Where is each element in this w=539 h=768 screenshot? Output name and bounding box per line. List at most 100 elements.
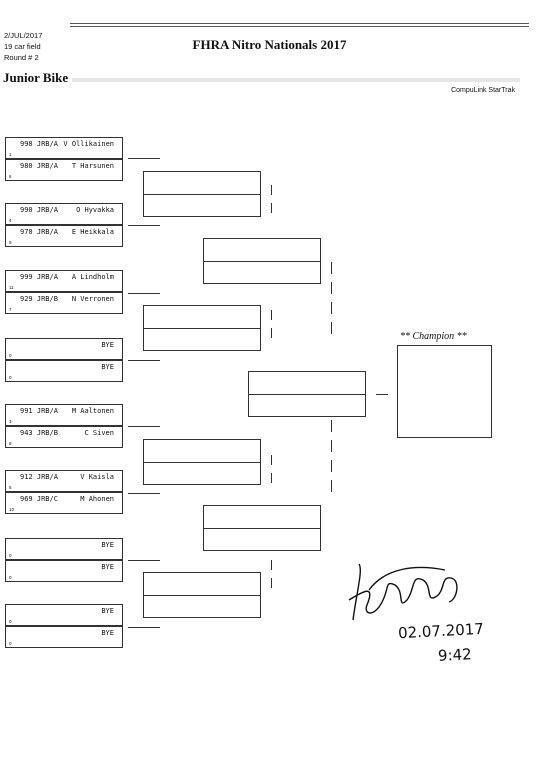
connector — [376, 394, 388, 395]
entry-driver-name: BYE — [101, 629, 114, 637]
champion-label: ** Champion ** — [400, 331, 467, 342]
entry-slot: BYE 0 — [5, 626, 123, 648]
entry-slot: BYE 0 — [5, 538, 123, 560]
entry-lane: 5 — [9, 485, 12, 490]
connector — [271, 578, 272, 588]
entry-car-number: 970 JRB/A — [20, 228, 58, 236]
connector — [128, 225, 160, 226]
round-number: Round # 2 — [4, 53, 39, 62]
entry-driver-name: N Verronen — [71, 295, 114, 303]
entry-slot: 998 JRB/A V Ollikainen 1 — [5, 137, 123, 159]
entry-lane: 0 — [9, 575, 12, 580]
class-title: Junior Bike — [3, 70, 69, 85]
connector — [128, 627, 160, 628]
entry-slot: BYE 0 — [5, 338, 123, 360]
entry-lane: 3 — [9, 419, 12, 424]
race-date: 2/JUL/2017 — [4, 31, 43, 40]
entry-slot: 943 JRB/B C Siven 8 — [5, 426, 123, 448]
connector — [331, 460, 332, 472]
round2-box-4 — [143, 572, 261, 618]
entry-driver-name: V Kaisla — [80, 473, 114, 481]
header-rule-bottom — [70, 26, 529, 27]
connector — [331, 262, 332, 274]
entry-driver-name: C Siven — [84, 429, 114, 437]
entry-slot: 990 JRB/A O Hyvakka 4 — [5, 203, 123, 225]
entry-car-number: 990 JRB/A — [20, 206, 58, 214]
connector — [128, 493, 160, 494]
entry-lane: 6 — [9, 174, 12, 179]
entry-driver-name: A Lindholm — [71, 273, 114, 281]
entry-driver-name: BYE — [101, 607, 114, 615]
entry-driver-name: M Aaltonen — [71, 407, 114, 415]
entry-driver-name: BYE — [101, 341, 114, 349]
connector — [128, 426, 160, 427]
connector — [331, 440, 332, 452]
connector — [271, 203, 272, 213]
entry-lane: 4 — [9, 218, 12, 223]
entry-lane: 0 — [9, 641, 12, 646]
field-size: 19 car field — [4, 42, 41, 51]
entry-lane: 0 — [9, 375, 12, 380]
entry-car-number: 969 JRB/C — [20, 495, 58, 503]
title-dotted-leader — [72, 78, 520, 82]
connector — [271, 185, 272, 195]
connector — [271, 560, 272, 570]
round2-box-2 — [143, 305, 261, 351]
round2-box-1 — [143, 171, 261, 217]
entry-car-number: 980 JRB/A — [20, 162, 58, 170]
connector — [331, 420, 332, 432]
signature-date: 02.07.2017 — [397, 619, 485, 643]
entry-lane: 0 — [9, 619, 12, 624]
connector — [271, 455, 272, 465]
round2-box-3 — [143, 439, 261, 485]
semifinal-box-2 — [203, 505, 321, 551]
connector — [128, 560, 160, 561]
connector — [271, 328, 272, 338]
connector — [331, 282, 332, 294]
connector — [331, 480, 332, 492]
entry-driver-name: T Harsunen — [71, 162, 114, 170]
champion-box — [397, 345, 492, 438]
entry-slot: 980 JRB/A T Harsunen 6 — [5, 159, 123, 181]
signature-image — [348, 563, 458, 621]
connector — [128, 360, 160, 361]
entry-slot: 929 JRB/B N Verronen 7 — [5, 292, 123, 314]
connector — [271, 473, 272, 483]
connector — [331, 322, 332, 334]
entry-driver-name: BYE — [101, 541, 114, 549]
entry-car-number: 912 JRB/A — [20, 473, 58, 481]
entry-car-number: 999 JRB/A — [20, 273, 58, 281]
entry-slot: 969 JRB/C M Ahonen 10 — [5, 492, 123, 514]
entry-slot: BYE 0 — [5, 360, 123, 382]
entry-lane: 0 — [9, 553, 12, 558]
entry-slot: BYE 0 — [5, 604, 123, 626]
entry-driver-name: V Ollikainen — [63, 140, 114, 148]
entry-slot: 970 JRB/A E Heikkala 9 — [5, 225, 123, 247]
entry-car-number: 998 JRB/A — [20, 140, 58, 148]
entry-driver-name: O Hyvakka — [76, 206, 114, 214]
entry-lane: 8 — [9, 441, 12, 446]
connector — [128, 293, 160, 294]
connector — [331, 302, 332, 314]
entry-car-number: 943 JRB/B — [20, 429, 58, 437]
entry-lane: 7 — [9, 307, 12, 312]
entry-car-number: 929 JRB/B — [20, 295, 58, 303]
entry-driver-name: M Ahonen — [80, 495, 114, 503]
entry-slot: 999 JRB/A A Lindholm 11 — [5, 270, 123, 292]
entry-slot: 912 JRB/A V Kaisla 5 — [5, 470, 123, 492]
brand-label: CompuLink StarTrak — [451, 87, 515, 94]
entry-driver-name: E Heikkala — [71, 228, 114, 236]
entry-lane: 9 — [9, 240, 12, 245]
entry-lane: 1 — [9, 152, 12, 157]
entry-lane: 0 — [9, 353, 12, 358]
connector — [128, 158, 160, 159]
entry-lane: 11 — [9, 285, 14, 290]
final-box — [248, 371, 366, 417]
signature-time: 9:42 — [437, 645, 473, 665]
entry-lane: 10 — [9, 507, 15, 512]
connector — [271, 310, 272, 320]
header-rule-top — [70, 23, 529, 24]
entry-driver-name: BYE — [101, 363, 114, 371]
